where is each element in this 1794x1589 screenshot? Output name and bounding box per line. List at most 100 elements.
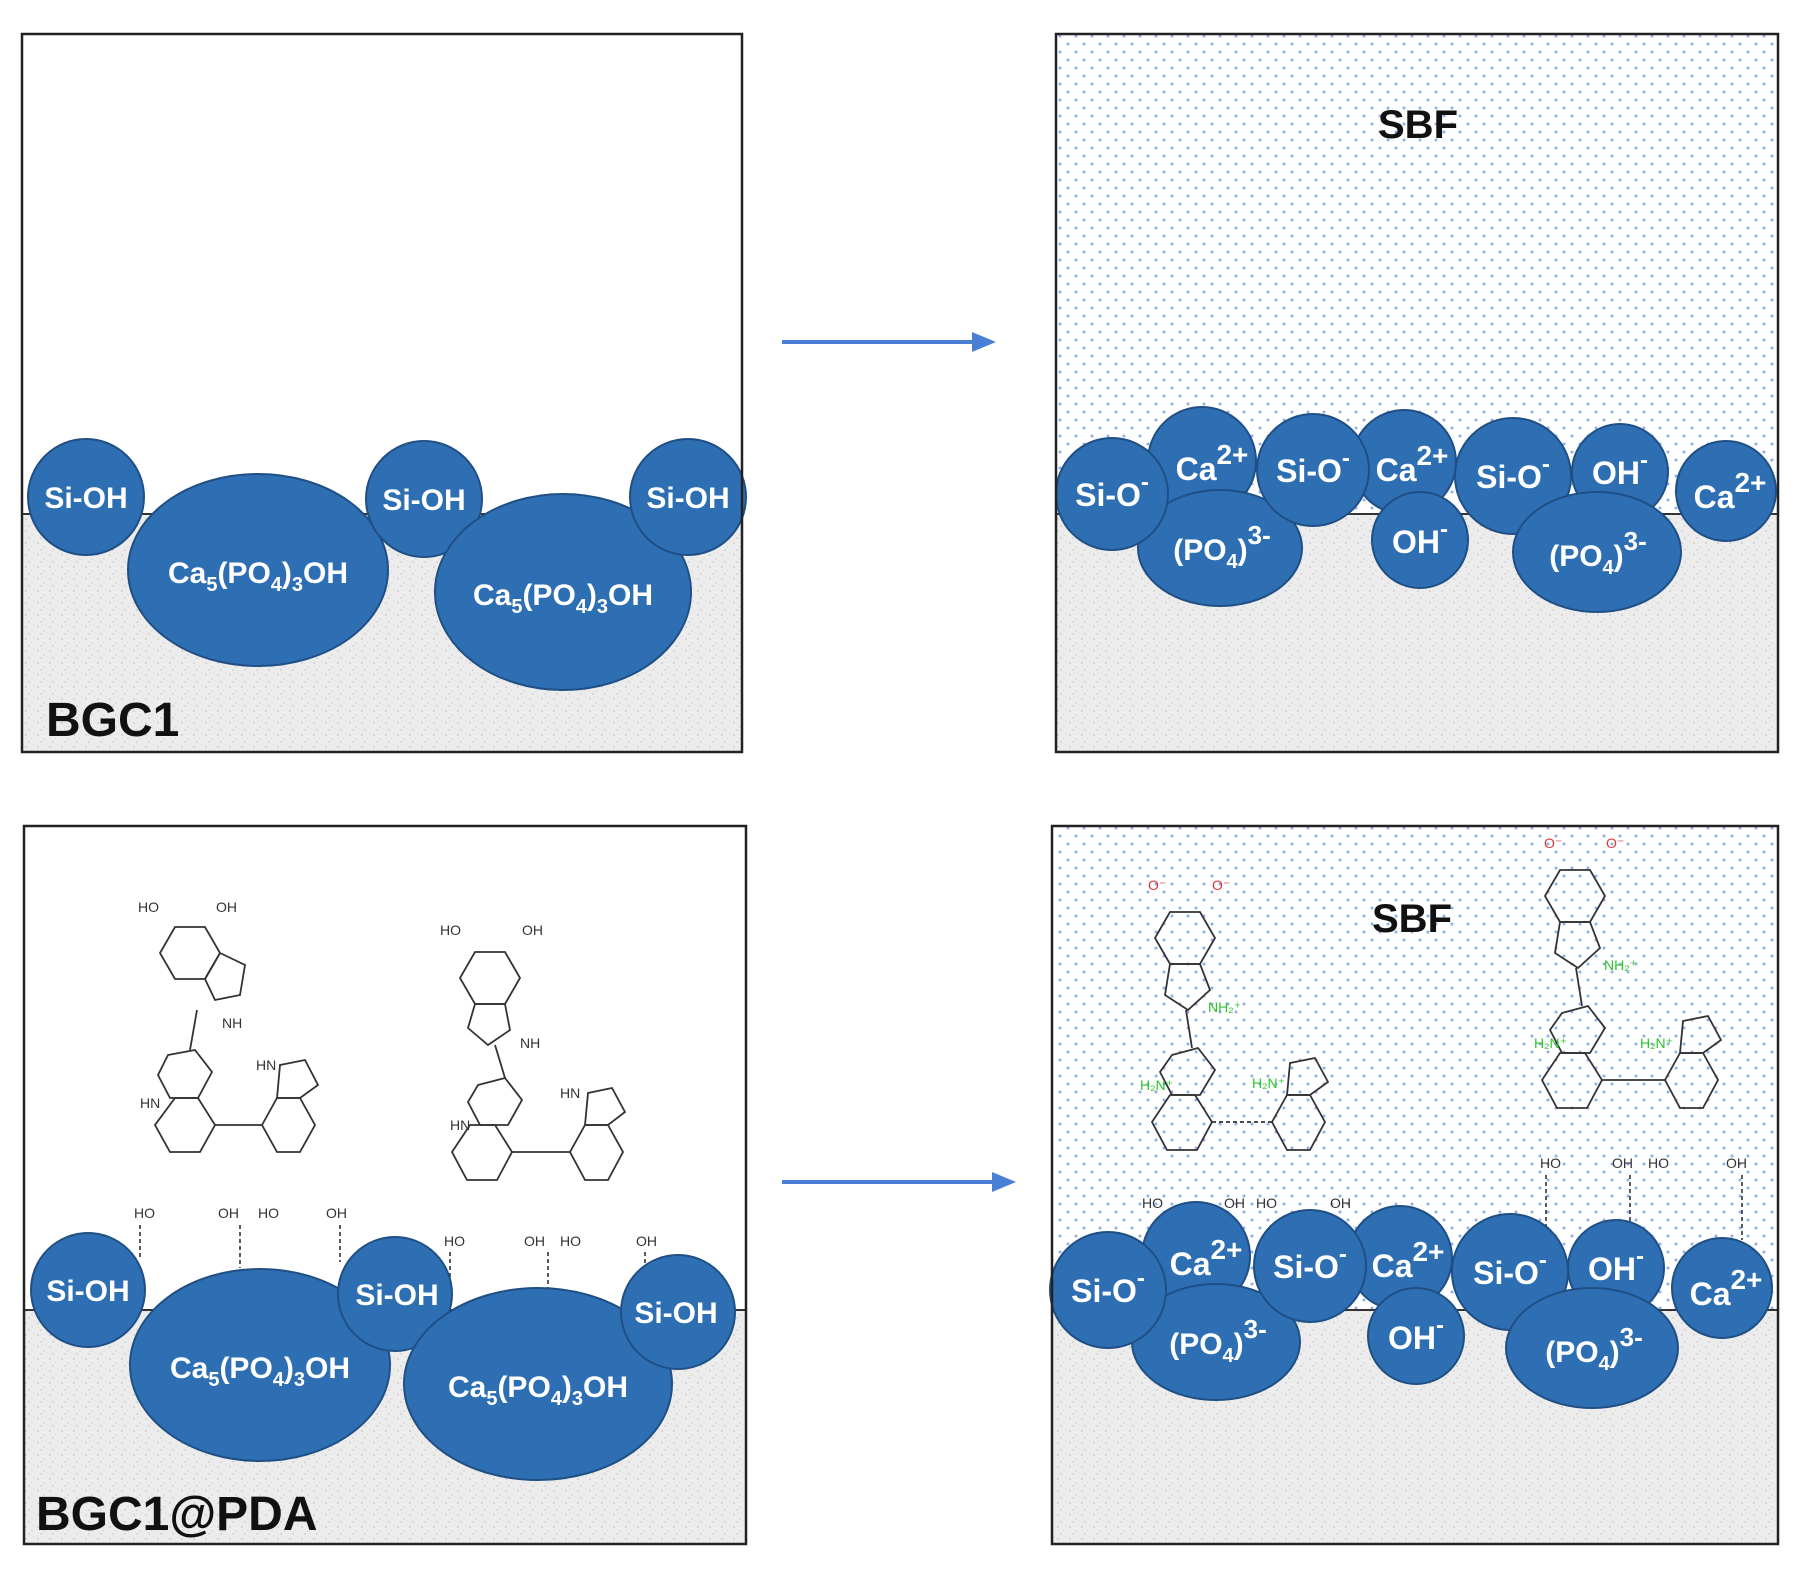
svg-text:HO: HO — [138, 899, 159, 915]
particle-hydroxyapatite: Ca5(PO4)3OH — [129, 1268, 391, 1462]
svg-text:OH: OH — [522, 922, 543, 938]
panel-sbf-bgc1-pda: SBF O⁻ O⁻ NH₂⁺ H₂N⁺ H₂N⁺ HO OH HO OH — [1049, 824, 1780, 1546]
ion-phosphate: (PO4)3- — [1505, 1287, 1679, 1409]
svg-text:Si-O-: Si-O- — [1075, 469, 1149, 513]
ion-si-o: Si-O- — [1049, 1231, 1167, 1349]
panel-sbf-bgc1: SBF Ca2+ Ca2+ OH- (PO4)3- Si-O- Si-O- — [1054, 32, 1780, 754]
svg-text:(PO4)3-: (PO4)3- — [1549, 526, 1647, 579]
panel-bgc1-pda: HO OH NH HN HN HO OH HO OH HO OH NH — [22, 824, 748, 1546]
oxidized-pda-molecule: O⁻ O⁻ NH₂⁺ H₂N⁺ H₂N⁺ HO OH HO OH — [1534, 835, 1747, 1250]
svg-text:OH: OH — [216, 899, 237, 915]
svg-text:HO: HO — [258, 1205, 279, 1221]
particle-hydroxyapatite: Ca5(PO4)3OH — [434, 493, 692, 691]
svg-text:H₂N⁺: H₂N⁺ — [1252, 1075, 1285, 1091]
svg-text:Si-O-: Si-O- — [1276, 445, 1350, 489]
ion-phosphate: (PO4)3- — [1131, 1283, 1301, 1401]
svg-text:O⁻: O⁻ — [1212, 877, 1230, 893]
svg-text:OH-: OH- — [1388, 1312, 1444, 1356]
sbf-label: SBF — [1372, 897, 1452, 941]
svg-text:Si-OH: Si-OH — [634, 1297, 717, 1330]
svg-text:OH: OH — [524, 1233, 545, 1249]
particle-hydroxyapatite: Ca5(PO4)3OH — [127, 473, 389, 667]
ion-phosphate: (PO4)3- — [1137, 489, 1303, 607]
svg-text:Ca2+: Ca2+ — [1376, 440, 1449, 488]
oxidized-pda-molecule: O⁻ O⁻ NH₂⁺ H₂N⁺ H₂N⁺ HO OH HO OH — [1140, 877, 1351, 1211]
particle-si-oh: Si-OH — [30, 1232, 146, 1348]
particle-si-oh: Si-OH — [337, 1236, 453, 1352]
svg-text:Ca5(PO4)3OH: Ca5(PO4)3OH — [473, 579, 653, 618]
ion-si-o: Si-O- — [1256, 413, 1370, 527]
svg-text:Ca2+: Ca2+ — [1170, 1234, 1243, 1282]
svg-text:Si-OH: Si-OH — [355, 1279, 438, 1312]
svg-text:HN: HN — [560, 1085, 580, 1101]
ion-si-o: Si-O- — [1253, 1209, 1367, 1323]
svg-text:OH: OH — [326, 1205, 347, 1221]
svg-text:Si-O-: Si-O- — [1071, 1265, 1145, 1309]
svg-text:Si-OH: Si-OH — [46, 1275, 129, 1308]
svg-text:HO: HO — [134, 1205, 155, 1221]
svg-text:(PO4)3-: (PO4)3- — [1545, 1322, 1643, 1375]
svg-text:Ca5(PO4)3OH: Ca5(PO4)3OH — [448, 1371, 628, 1410]
svg-text:Ca2+: Ca2+ — [1372, 1236, 1445, 1284]
svg-text:Ca2+: Ca2+ — [1694, 467, 1767, 515]
svg-text:NH₂⁺: NH₂⁺ — [1208, 999, 1241, 1015]
ion-oh: OH- — [1367, 1287, 1465, 1385]
svg-text:Si-O-: Si-O- — [1473, 1247, 1547, 1291]
svg-text:Si-O-: Si-O- — [1273, 1241, 1347, 1285]
svg-text:NH₂⁺: NH₂⁺ — [1604, 957, 1637, 973]
svg-text:HO: HO — [560, 1233, 581, 1249]
particle-si-oh: Si-OH — [620, 1254, 736, 1370]
svg-text:HN: HN — [256, 1057, 276, 1073]
svg-text:O⁻: O⁻ — [1148, 877, 1166, 893]
svg-text:(PO4)3-: (PO4)3- — [1173, 520, 1271, 573]
svg-text:OH: OH — [1612, 1155, 1633, 1171]
svg-text:OH: OH — [218, 1205, 239, 1221]
svg-text:O⁻: O⁻ — [1544, 835, 1562, 851]
svg-text:NH: NH — [222, 1015, 242, 1031]
svg-text:Ca5(PO4)3OH: Ca5(PO4)3OH — [168, 557, 348, 596]
panel-bgc1: Si-OH Ca5(PO4)3OH Si-OH Ca5(PO4)3OH Si-O… — [20, 32, 747, 754]
svg-text:OH: OH — [1726, 1155, 1747, 1171]
svg-text:HN: HN — [140, 1095, 160, 1111]
svg-text:Ca2+: Ca2+ — [1176, 439, 1249, 487]
ion-phosphate: (PO4)3- — [1512, 491, 1682, 613]
svg-text:Si-OH: Si-OH — [44, 482, 127, 515]
svg-text:OH-: OH- — [1592, 447, 1648, 491]
ion-si-o: Si-O- — [1055, 437, 1169, 551]
svg-text:HO: HO — [1648, 1155, 1669, 1171]
svg-text:HN: HN — [450, 1117, 470, 1133]
panel-tag: BGC1 — [46, 694, 179, 747]
ion-ca: Ca2+ — [1347, 1205, 1453, 1311]
svg-text:H₂N⁺: H₂N⁺ — [1140, 1077, 1173, 1093]
svg-text:NH: NH — [520, 1035, 540, 1051]
ion-ca: Ca2+ — [1147, 406, 1257, 516]
reaction-arrow — [782, 332, 996, 352]
svg-text:HO: HO — [1256, 1195, 1277, 1211]
polydopamine-molecule: HO OH NH HN HN HO OH HO OH — [134, 899, 347, 1268]
svg-text:OH: OH — [1330, 1195, 1351, 1211]
svg-text:HO: HO — [440, 922, 461, 938]
sbf-label: SBF — [1378, 103, 1458, 147]
particle-si-oh: Si-OH — [629, 438, 747, 556]
svg-text:H₂N⁺: H₂N⁺ — [1534, 1035, 1567, 1051]
particle-hydroxyapatite: Ca5(PO4)3OH — [403, 1287, 673, 1481]
svg-text:Ca2+: Ca2+ — [1690, 1264, 1763, 1312]
svg-text:Si-OH: Si-OH — [646, 482, 729, 515]
svg-text:HO: HO — [1142, 1195, 1163, 1211]
svg-text:Si-O-: Si-O- — [1476, 451, 1550, 495]
particle-si-oh: Si-OH — [27, 438, 145, 556]
particle-si-oh: Si-OH — [365, 440, 483, 558]
ion-si-o: Si-O- — [1454, 417, 1572, 535]
reaction-arrow — [782, 1172, 1016, 1192]
panel-tag: BGC1@PDA — [36, 1488, 318, 1541]
ion-ca: Ca2+ — [1671, 1237, 1773, 1339]
svg-text:(PO4)3-: (PO4)3- — [1169, 1314, 1267, 1367]
svg-text:HO: HO — [1540, 1155, 1561, 1171]
svg-text:H₂N⁺: H₂N⁺ — [1640, 1035, 1673, 1051]
svg-text:OH: OH — [1224, 1195, 1245, 1211]
svg-text:OH-: OH- — [1392, 516, 1448, 560]
polydopamine-molecule: HO OH NH HN HN HO OH HO OH — [440, 922, 657, 1296]
ion-ca: Ca2+ — [1675, 440, 1777, 542]
svg-text:Ca5(PO4)3OH: Ca5(PO4)3OH — [170, 1352, 350, 1391]
